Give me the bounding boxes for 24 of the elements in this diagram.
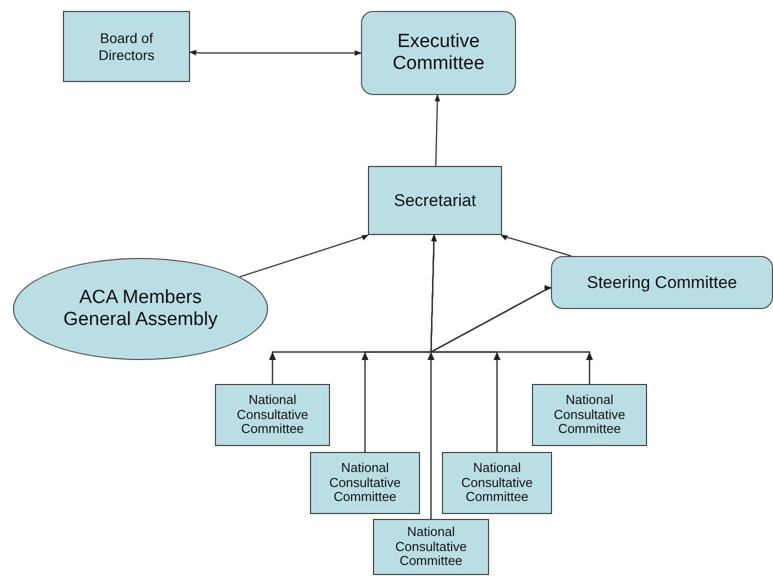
rounded-box (551, 256, 773, 309)
process-box (368, 166, 502, 235)
node-label: ACA Members General Assembly (62, 287, 219, 331)
node-label: Executive Committee (392, 31, 486, 75)
node-label: Steering Committee (586, 272, 738, 292)
node-label: National Consultative Committee (236, 392, 310, 438)
process-box (215, 384, 330, 446)
arrow (500, 234, 572, 257)
process-box (532, 384, 647, 446)
node-label: National Consultative Committee (394, 524, 468, 570)
node-label: Secretariat (392, 190, 478, 210)
arrow (189, 50, 362, 56)
process-box (373, 519, 489, 575)
node-label: Board of Directors (97, 30, 156, 63)
rounded-box (361, 11, 516, 95)
process-box (63, 11, 190, 82)
process-box (442, 452, 552, 514)
arrow (434, 94, 440, 166)
arrow (430, 285, 590, 384)
node-label: National Consultative Committee (552, 392, 626, 438)
process-box (310, 452, 420, 514)
arrow (239, 234, 369, 278)
node-label: National Consultative Committee (460, 460, 534, 506)
node-label: National Consultative Committee (328, 460, 402, 506)
